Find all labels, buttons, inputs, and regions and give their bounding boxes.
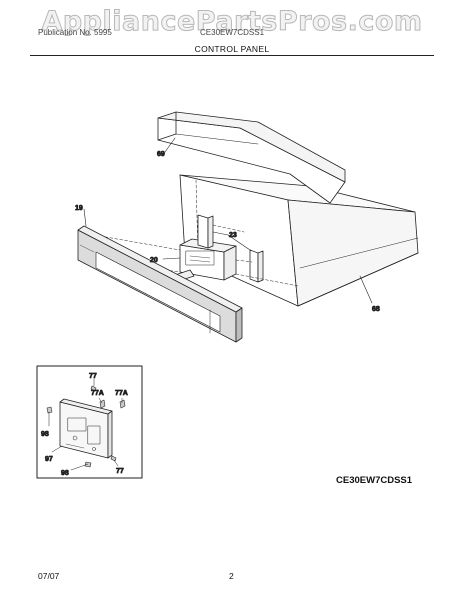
- header-rule: [30, 55, 434, 56]
- callout-68: 68: [372, 306, 380, 313]
- callout-23: 23: [229, 232, 237, 239]
- footer-page-number: 2: [229, 571, 234, 581]
- front-panel-19: [77, 225, 243, 343]
- callout-69: 69: [157, 151, 165, 158]
- callout-77a-left: 77A: [91, 390, 104, 397]
- inset-detail-box: [36, 365, 143, 479]
- callout-98-left: 98: [41, 431, 49, 438]
- bracket-23-top: [197, 214, 214, 249]
- footer-date: 07/07: [38, 571, 60, 581]
- top-trim-69: [157, 111, 346, 204]
- callout-19: 19: [75, 205, 83, 212]
- callout-98-bottom: 98: [61, 470, 69, 477]
- callout-77a-right: 77A: [115, 390, 128, 397]
- callout-20: 20: [150, 257, 158, 264]
- model-header: CE30EW7CDSS1: [200, 28, 265, 37]
- watermark: AppliancePartsPros.com: [41, 6, 423, 38]
- callout-77-top: 77: [89, 373, 97, 380]
- model-code: CE30EW7CDSS1: [336, 475, 413, 486]
- section-title: CONTROL PANEL: [194, 44, 270, 54]
- publication-header: Publication No. 5995: [38, 28, 112, 37]
- bracket-23-right: [249, 249, 264, 283]
- callout-77-bottom: 77: [116, 468, 124, 475]
- control-board-20: [179, 238, 237, 281]
- control-panel-housing: [179, 174, 419, 307]
- callout-97: 97: [45, 456, 53, 463]
- callout-leaders: [83, 137, 373, 304]
